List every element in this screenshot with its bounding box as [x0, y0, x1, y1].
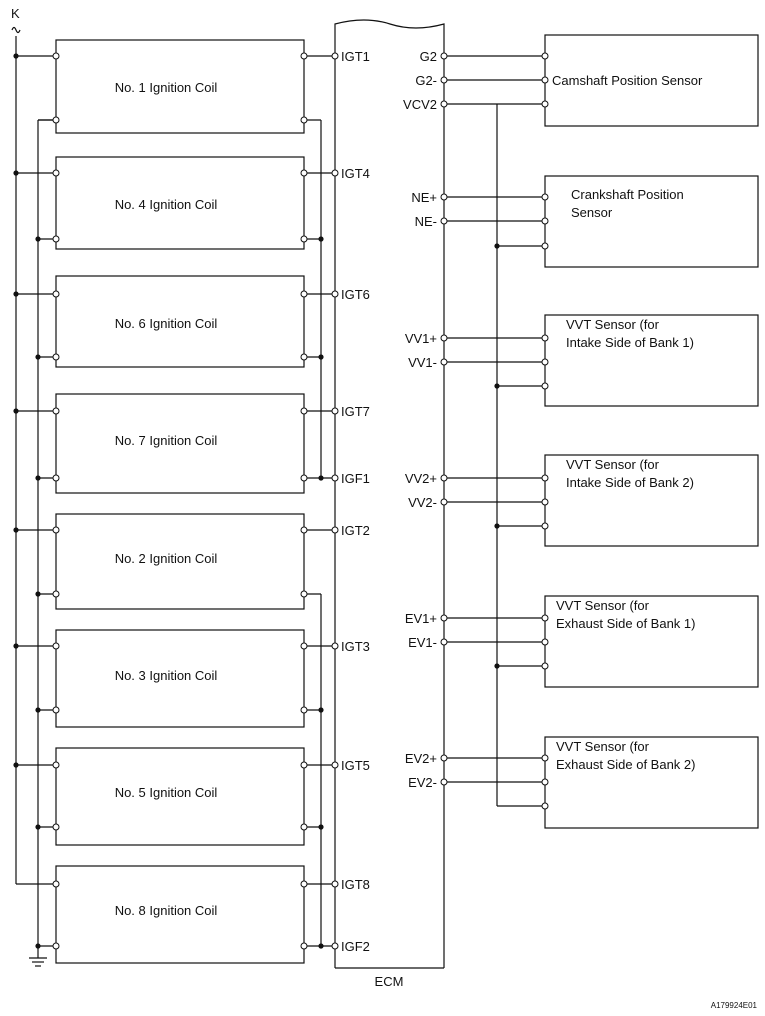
ecm-pin-label: IGT8 [341, 877, 370, 892]
sensor-label: Exhaust Side of Bank 2) [556, 757, 695, 772]
sensor-label: VVT Sensor (for [566, 457, 660, 472]
coil-label: No. 3 Ignition Coil [115, 668, 218, 683]
ecm-pin-label: IGT4 [341, 166, 370, 181]
ecm-pin-label: VV2+ [405, 471, 437, 486]
coil-label: No. 6 Ignition Coil [115, 316, 218, 331]
ecm-pin-label: IGT5 [341, 758, 370, 773]
ecm-pin-label: VCV2 [403, 97, 437, 112]
ecm-pin-label: VV1+ [405, 331, 437, 346]
supply-label: K [11, 6, 20, 21]
coil-label: No. 4 Ignition Coil [115, 197, 218, 212]
sensor-label: Intake Side of Bank 1) [566, 335, 694, 350]
ecm-pin-label: G2- [415, 73, 437, 88]
ecm-label: ECM [375, 974, 404, 989]
sensor-label: Intake Side of Bank 2) [566, 475, 694, 490]
junction-dots [13, 53, 500, 949]
ecm-pin-label: G2 [420, 49, 437, 64]
ecm-pin-label: IGT1 [341, 49, 370, 64]
ecm-pin-label: IGT2 [341, 523, 370, 538]
sensor-label: Camshaft Position Sensor [552, 73, 703, 88]
ecm-pin-label: VV2- [408, 495, 437, 510]
ecm-pin-label: NE+ [411, 190, 437, 205]
coil-label: No. 8 Ignition Coil [115, 903, 218, 918]
coil-label: No. 7 Ignition Coil [115, 433, 218, 448]
ground-rail [29, 119, 56, 967]
coil-label: No. 1 Ignition Coil [115, 80, 218, 95]
figure-code: A179924E01 [711, 1001, 758, 1010]
ecm-pin-label: IGT6 [341, 287, 370, 302]
ecm-pin-label: IGF2 [341, 939, 370, 954]
coil-label: No. 5 Ignition Coil [115, 785, 218, 800]
sensor-label: Sensor [571, 205, 613, 220]
sensor-label: VVT Sensor (for [566, 317, 660, 332]
sensor-label: VVT Sensor (for [556, 598, 650, 613]
ecm-box [334, 19, 445, 969]
ecm-pin-label: EV2+ [405, 751, 437, 766]
ecm-pin-label: IGT3 [341, 639, 370, 654]
sensor-label: VVT Sensor (for [556, 739, 650, 754]
supply-k [11, 26, 21, 884]
ecm-pin-label: EV2- [408, 775, 437, 790]
ecm-pin-label: EV1- [408, 635, 437, 650]
terminals [52, 52, 549, 950]
ecm-pin-label: EV1+ [405, 611, 437, 626]
ecm-pin-label: VV1- [408, 355, 437, 370]
sensor-label: Exhaust Side of Bank 1) [556, 616, 695, 631]
ecm-pin-label: IGT7 [341, 404, 370, 419]
ecm-pin-label: NE- [415, 214, 437, 229]
ecm-pin-label: IGF1 [341, 471, 370, 486]
sensor-label: Crankshaft Position [571, 187, 684, 202]
coil-label: No. 2 Ignition Coil [115, 551, 218, 566]
